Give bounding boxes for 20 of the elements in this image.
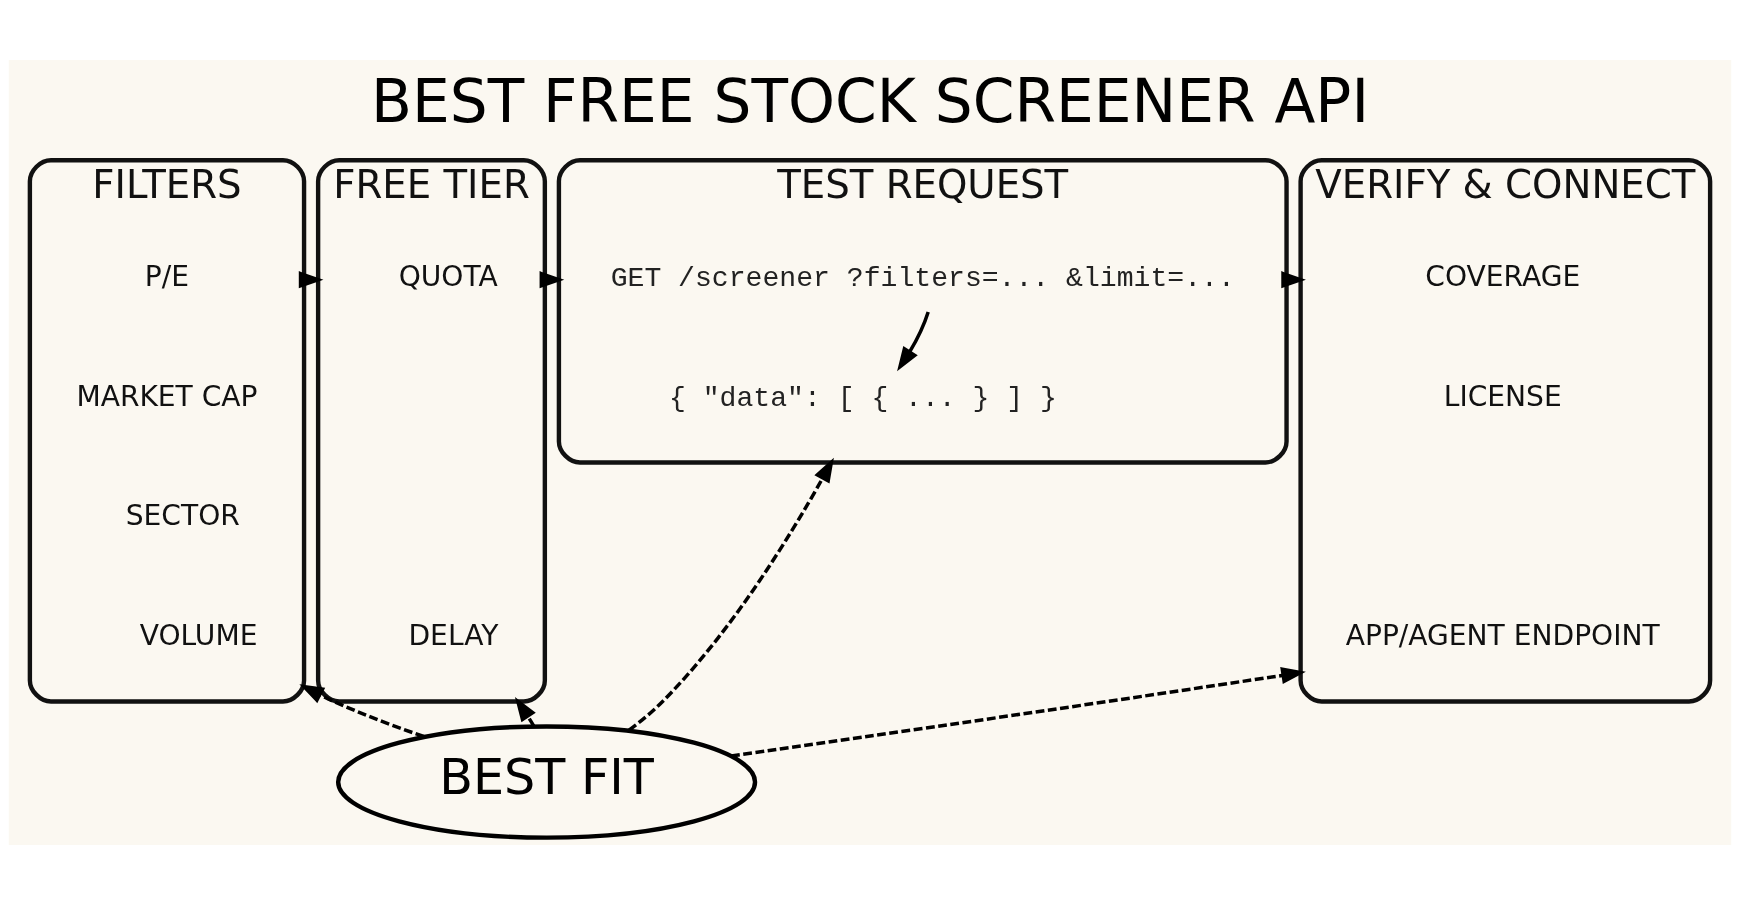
node-text: P/E bbox=[144, 259, 190, 293]
node-ellipse: BEST FIT bbox=[336, 723, 758, 840]
node-text: GET /screener ?filters=... &limit=... bbox=[610, 262, 1235, 294]
node-text: QUOTA bbox=[398, 259, 498, 293]
node-text: SECTOR bbox=[125, 498, 240, 532]
arrow bbox=[1281, 270, 1306, 288]
node-text: MARKET CAP bbox=[76, 379, 258, 413]
node-text: { "data": [ { ... } ] } bbox=[668, 382, 1057, 414]
diagram-title: BEST FREE STOCK SCREENER API bbox=[370, 66, 1370, 136]
node-text: LICENSE bbox=[1443, 379, 1562, 413]
arrow bbox=[897, 310, 930, 371]
arrow bbox=[539, 270, 565, 288]
arrow bbox=[298, 270, 324, 288]
node-text: DELAY bbox=[408, 618, 499, 652]
arrow bbox=[627, 457, 834, 732]
node-text: APP/AGENT ENDPOINT bbox=[1345, 618, 1660, 652]
node-text: COVERAGE bbox=[1425, 259, 1581, 293]
arrow bbox=[514, 696, 536, 727]
arrow bbox=[730, 666, 1306, 758]
node-text: VOLUME bbox=[139, 618, 258, 652]
